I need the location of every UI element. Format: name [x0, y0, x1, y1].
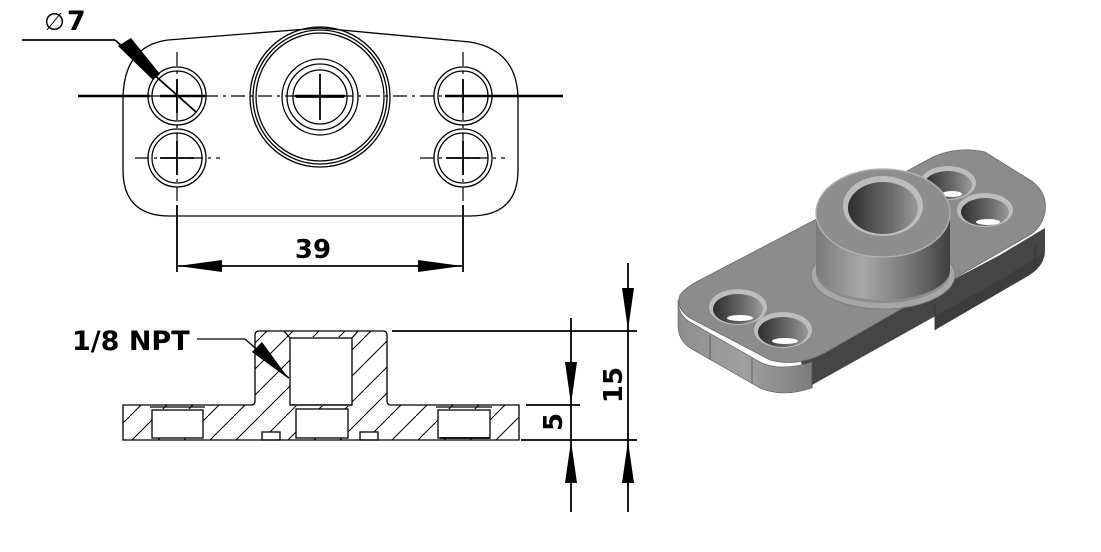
iso-hole-left-2 [754, 312, 812, 348]
iso-side-front [800, 228, 1045, 385]
spacing-dimension: 39 [176, 205, 464, 272]
isometric-view [677, 149, 1046, 394]
section-view: 1/8 NPT 5 15 [72, 263, 637, 512]
npt-label: 1/8 NPT [72, 326, 190, 357]
section-outline [122, 330, 520, 441]
thread-callout: 1/8 NPT [72, 326, 290, 379]
dimension-5-label: 5 [539, 413, 569, 431]
lower-bore [295, 408, 349, 439]
height-dimensions: 5 15 [392, 263, 637, 512]
iso-hole-left-1 [709, 289, 767, 325]
dimension-39-label: 39 [295, 235, 331, 265]
dimension-15-label: 15 [599, 367, 629, 403]
counterbore-left [151, 409, 204, 439]
central-boss-top [249, 26, 391, 168]
diameter-label: ∅7 [44, 6, 86, 37]
hole-bottom-left [147, 128, 207, 188]
hole-top-right [433, 66, 493, 126]
hole-bottom-right [433, 128, 493, 188]
iso-boss [810, 168, 956, 310]
top-view: ∅7 39 [22, 6, 563, 272]
plate-outline [122, 27, 519, 217]
iso-hole-right-2 [957, 193, 1013, 227]
hole-diameter-callout: ∅7 [22, 6, 197, 113]
